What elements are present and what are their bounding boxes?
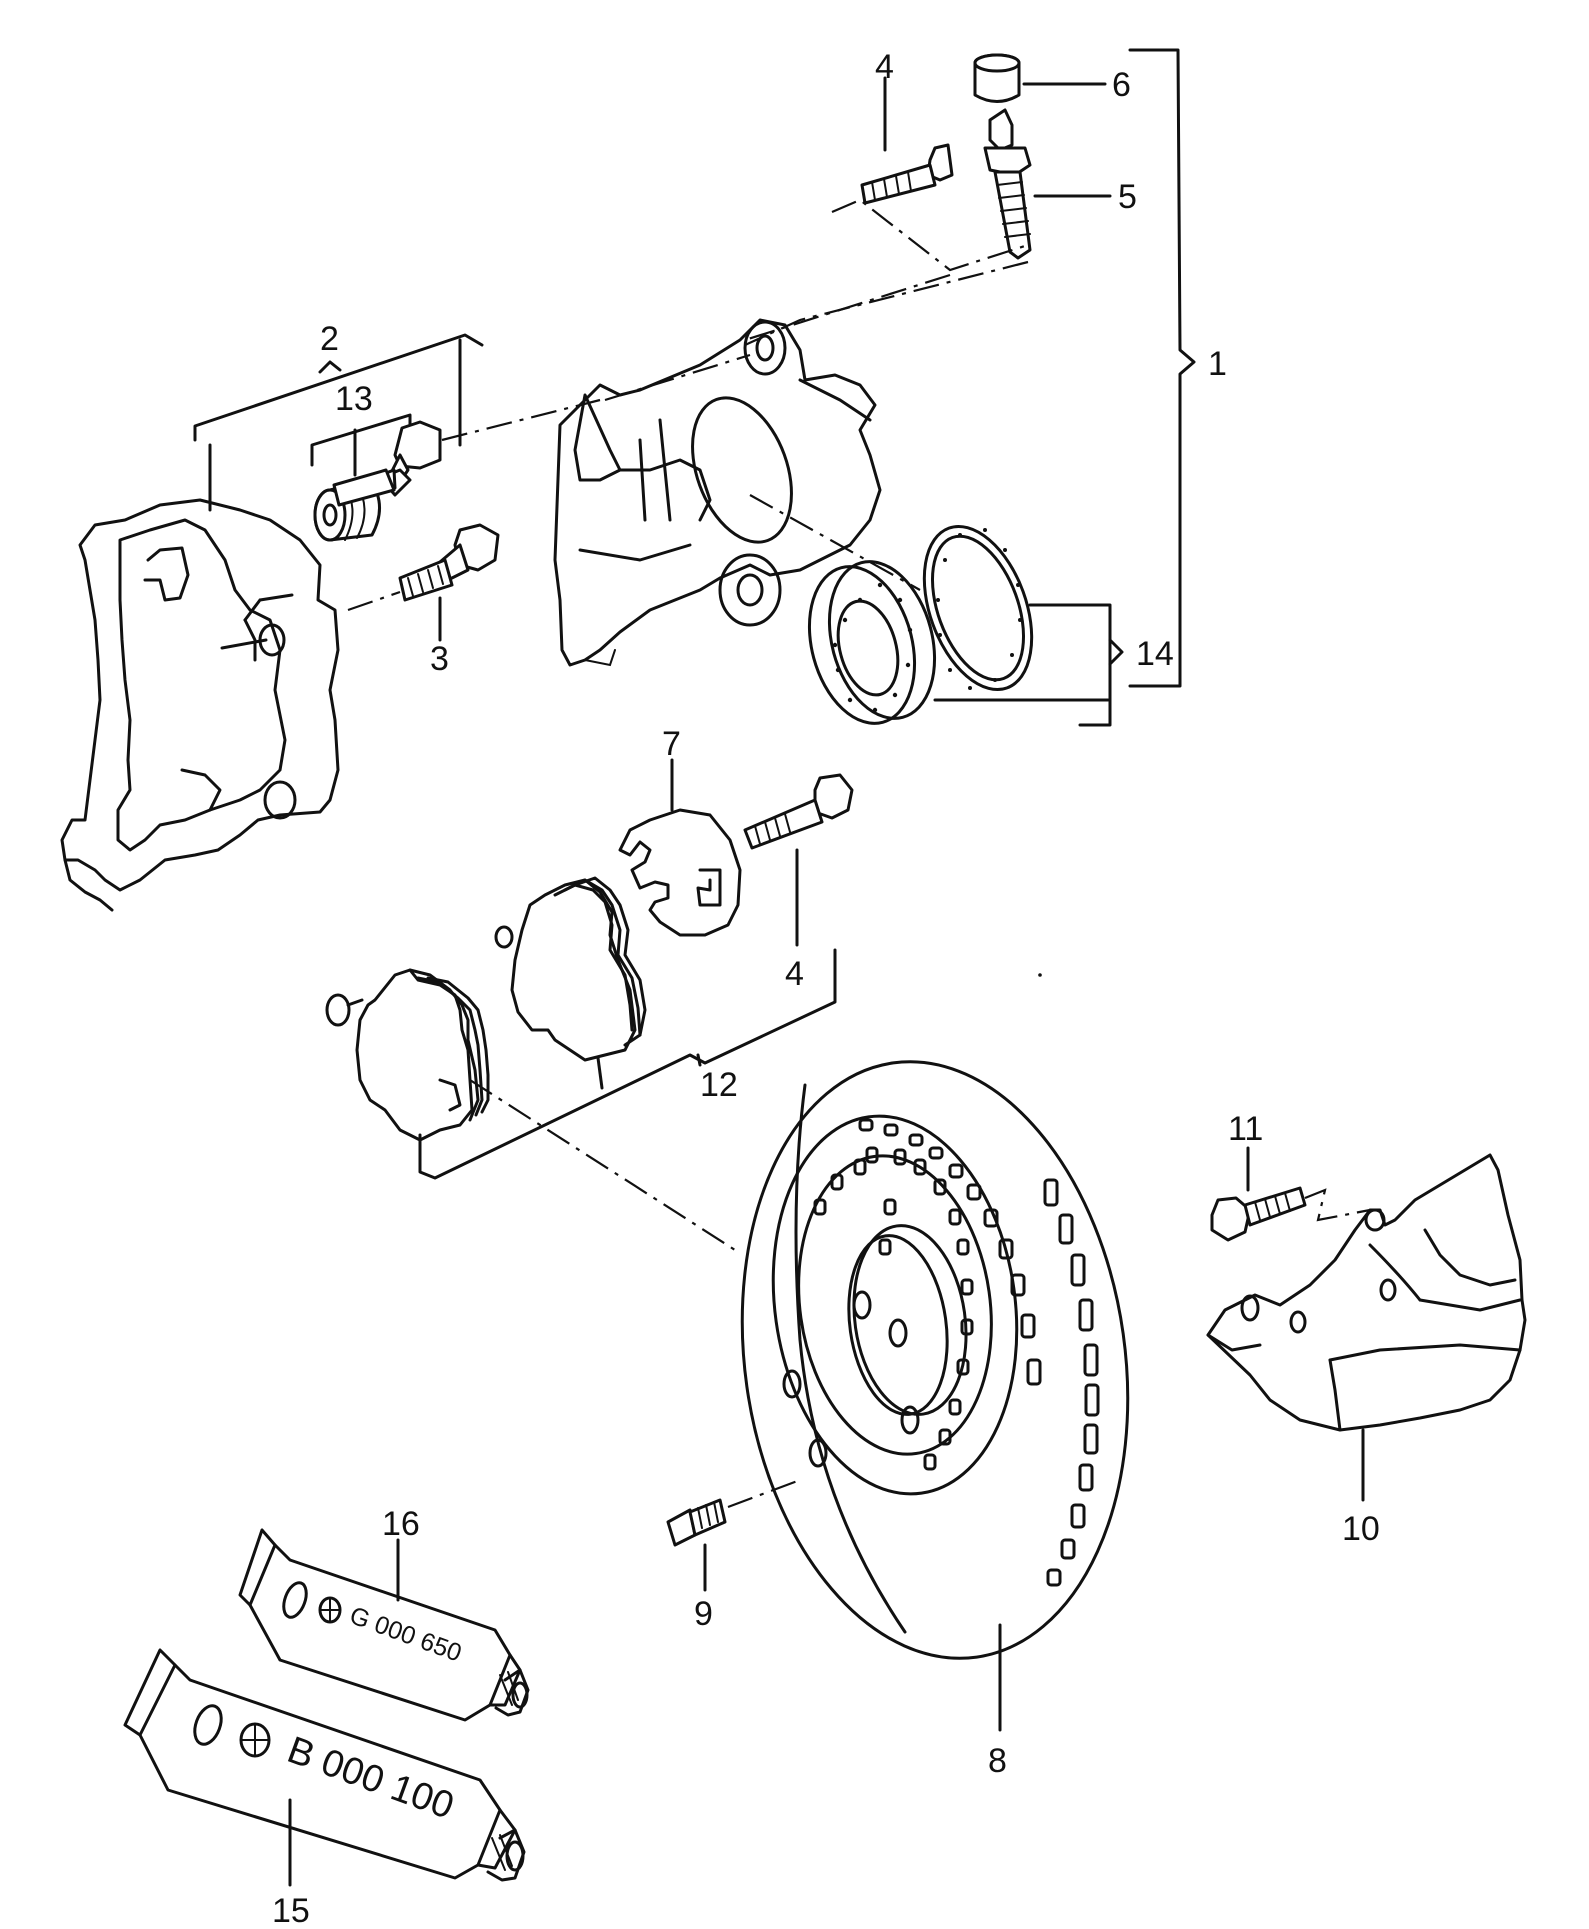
part-3-bolt [398, 523, 500, 642]
callout-12: 12 [700, 1066, 738, 1104]
caliper-carrier [60, 498, 340, 912]
part-6-bleed-cap [973, 53, 1107, 103]
bracket-13 [310, 413, 412, 477]
part-15-grease-tube: B 000 100 [123, 1648, 526, 1887]
part-5-bleed-screw [983, 108, 1112, 260]
callout-11: 11 [1228, 1110, 1263, 1148]
part-10-splash-shield [1206, 1153, 1527, 1502]
stray-dot [1038, 973, 1042, 977]
part-4-lower-bolt [743, 773, 854, 947]
callout-1: 1 [1208, 345, 1227, 383]
callout-8: 8 [988, 1742, 1007, 1780]
callout-6: 6 [1112, 66, 1131, 104]
callout-5: 5 [1118, 178, 1137, 216]
part-14-seal-kit [807, 524, 1124, 727]
upper-tube-code: G 000 650 [346, 1601, 465, 1667]
bracket-1 [1128, 48, 1196, 688]
callout-9: 9 [694, 1595, 713, 1633]
brake-pad-inner [325, 968, 490, 1142]
bracket-2 [193, 333, 484, 512]
callout-3: 3 [430, 640, 449, 678]
callout-15: 15 [272, 1892, 310, 1929]
part-11-bolt [1210, 1146, 1371, 1242]
bracket-12 [418, 948, 837, 1180]
callout-14: 14 [1136, 635, 1174, 673]
callout-7: 7 [662, 725, 681, 763]
brake-pad-outer [494, 876, 647, 1090]
callout-labels: 1 2 3 4 4 5 6 7 8 9 10 11 12 13 14 15 16 [272, 48, 1380, 1929]
guide-pin [332, 420, 442, 507]
callout-16: 16 [382, 1505, 420, 1543]
part-9-disc-screw [666, 1478, 801, 1592]
callout-13: 13 [335, 380, 373, 418]
part-16-grease-tube: G 000 650 [238, 1528, 530, 1722]
part-4-upper-bolt [860, 76, 954, 205]
part-7-anti-rattle-plate [618, 758, 742, 937]
callout-4-upper: 4 [875, 48, 894, 86]
callout-2: 2 [320, 320, 339, 358]
callout-10: 10 [1342, 1510, 1380, 1548]
part-8-brake-disc [740, 1060, 1130, 1732]
callout-4-lower: 4 [785, 955, 804, 993]
caliper-housing [553, 318, 882, 667]
